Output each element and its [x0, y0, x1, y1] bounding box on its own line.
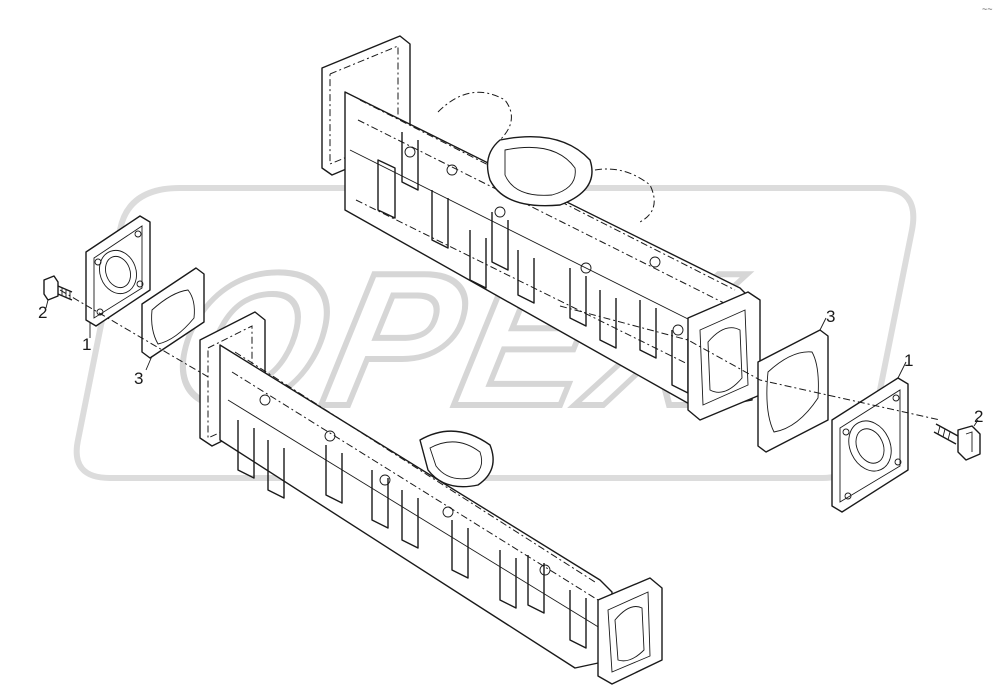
- lower-exhaust-manifold: [199, 311, 663, 685]
- assembly-axis-lines: [59, 289, 941, 421]
- leader-lines: [45, 299, 979, 427]
- callout-right-flange: 1: [904, 351, 913, 370]
- right-gasket: [757, 329, 829, 453]
- callout-left-flange: 1: [82, 335, 91, 354]
- corner-mark: ~~: [982, 4, 993, 14]
- callout-left-gasket: 3: [134, 369, 143, 388]
- upper-exhaust-manifold: [321, 35, 761, 421]
- callout-right-bolt: 2: [974, 407, 983, 426]
- right-bolt: [933, 423, 981, 461]
- left-gasket: [141, 267, 205, 359]
- callout-left-bolt: 2: [38, 303, 47, 322]
- left-bolt: [43, 275, 73, 301]
- left-flange-cover: [85, 215, 151, 327]
- callout-right-gasket: 3: [826, 307, 835, 326]
